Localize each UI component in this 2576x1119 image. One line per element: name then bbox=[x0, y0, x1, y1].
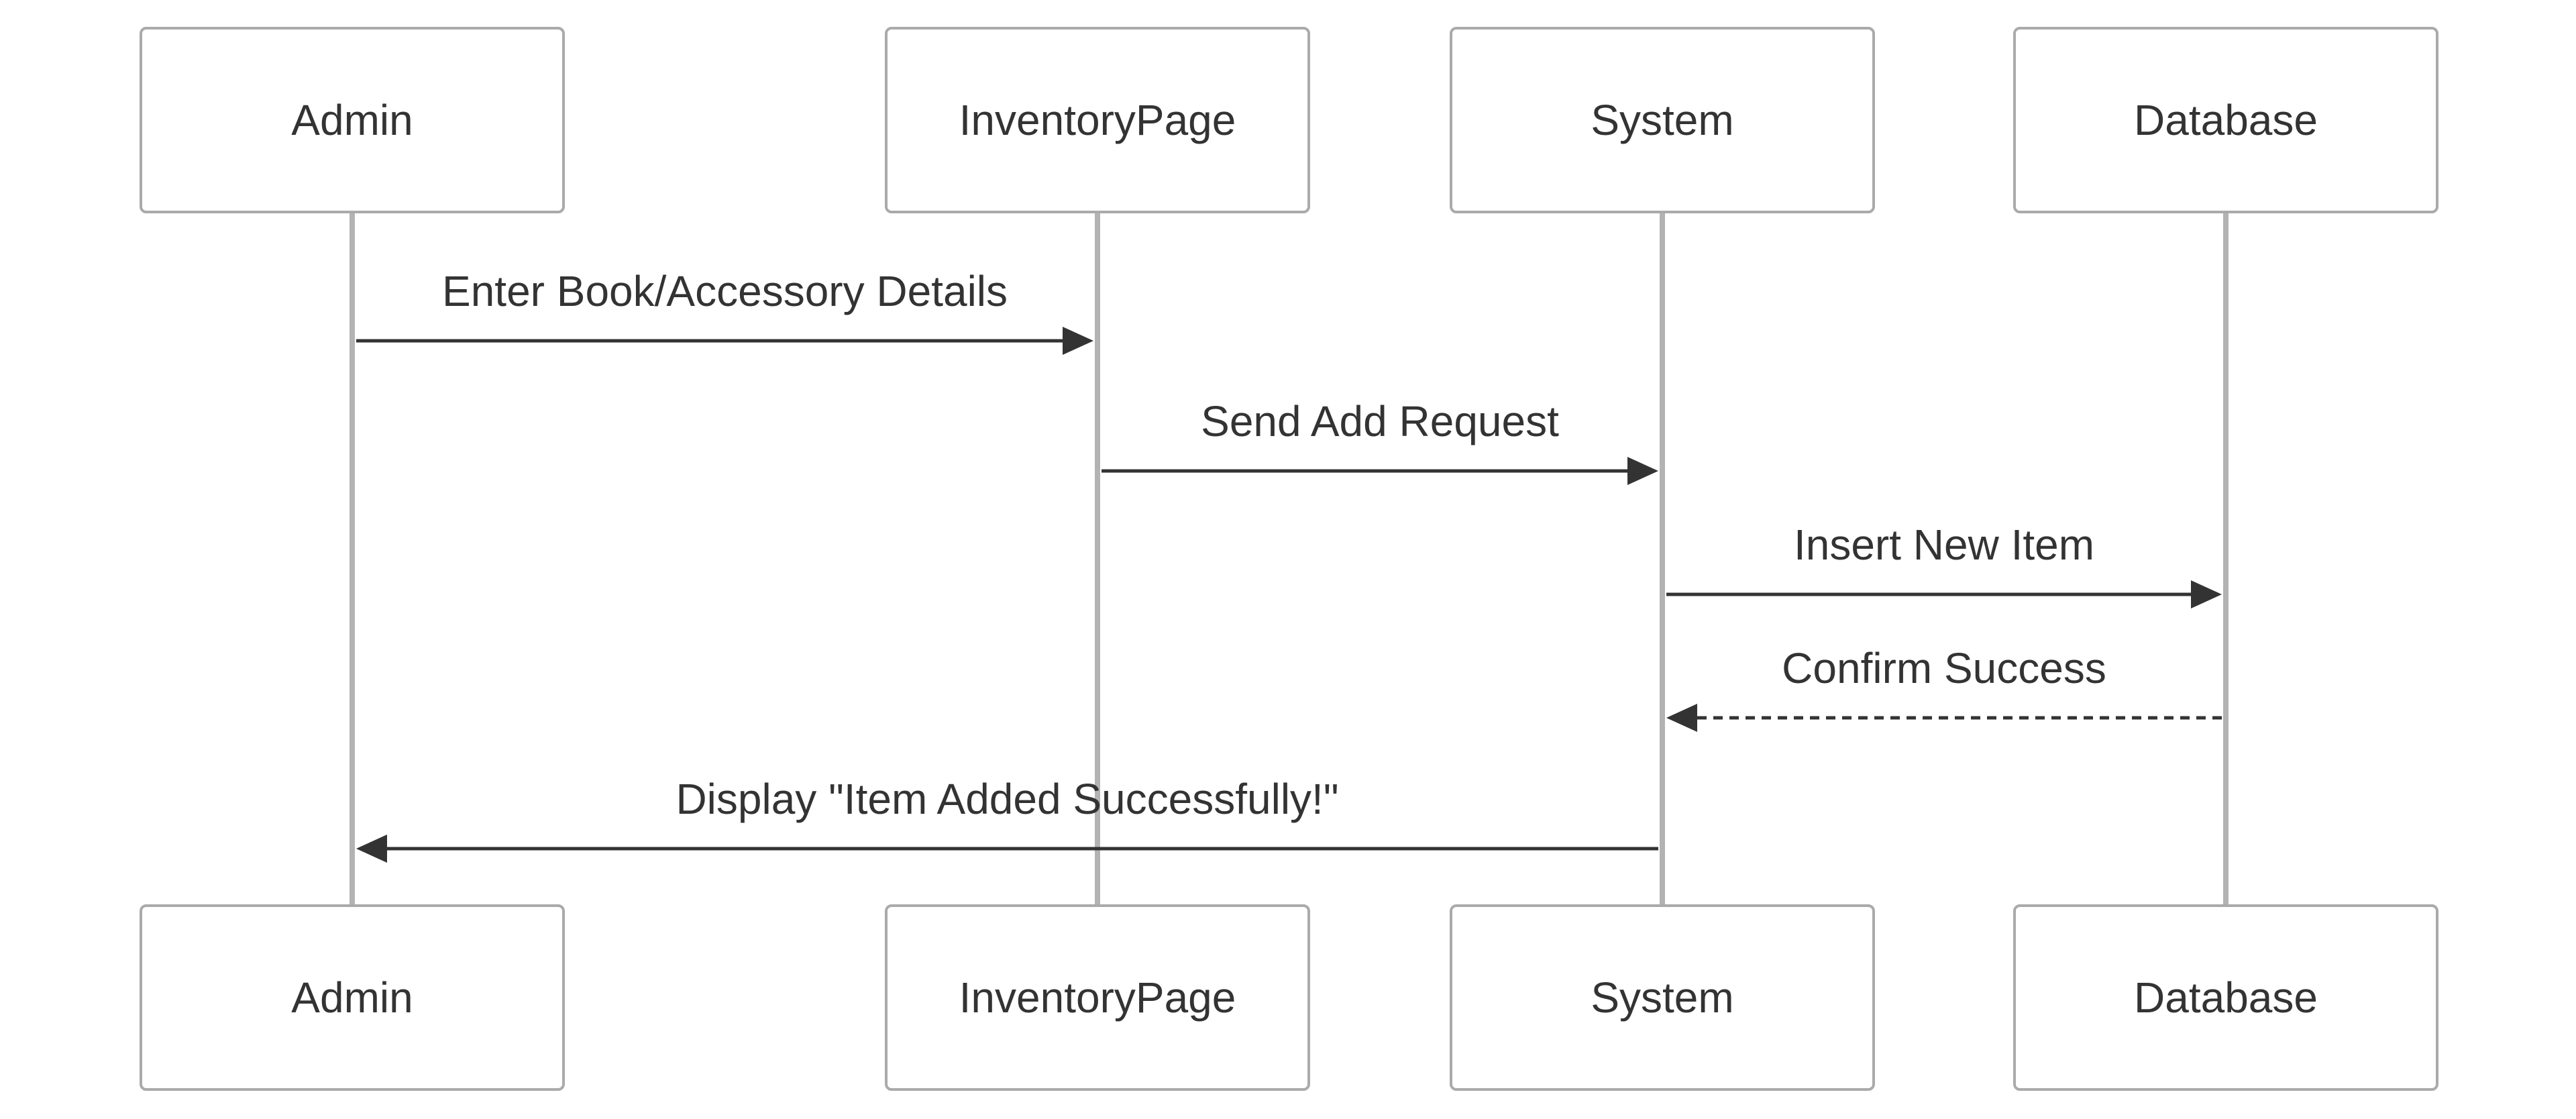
participant-system-bottom: System bbox=[1450, 904, 1875, 1091]
message-5: Display "Item Added Successfully!" bbox=[356, 775, 1658, 863]
participant-label: Database bbox=[2134, 973, 2318, 1022]
participant-system-top: System bbox=[1450, 27, 1875, 213]
message-label: Confirm Success bbox=[1782, 644, 2106, 692]
participant-box bbox=[885, 904, 1310, 1091]
arrowhead-icon bbox=[1627, 457, 1658, 485]
arrowhead-icon bbox=[1063, 327, 1093, 355]
participant-database-bottom: Database bbox=[2013, 904, 2438, 1091]
participant-label: System bbox=[1591, 973, 1733, 1022]
message-3: Insert New Item bbox=[1666, 521, 2222, 608]
participant-label: InventoryPage bbox=[959, 973, 1236, 1022]
message-label: Insert New Item bbox=[1794, 521, 2094, 569]
message-label: Enter Book/Accessory Details bbox=[442, 267, 1008, 315]
participants: AdminAdminInventoryPageInventoryPageSyst… bbox=[140, 27, 2438, 1091]
message-label: Send Add Request bbox=[1201, 397, 1559, 445]
participant-label: Admin bbox=[291, 96, 413, 144]
participant-box bbox=[885, 27, 1310, 213]
lifelines bbox=[350, 212, 2229, 906]
participant-inventory-top: InventoryPage bbox=[885, 27, 1310, 213]
arrowhead-icon bbox=[2191, 580, 2222, 608]
message-1: Enter Book/Accessory Details bbox=[356, 267, 1093, 355]
message-2: Send Add Request bbox=[1102, 397, 1658, 485]
arrowhead-icon bbox=[356, 835, 387, 863]
participant-admin-top: Admin bbox=[140, 27, 565, 213]
participant-box bbox=[140, 904, 565, 1091]
participant-database-top: Database bbox=[2013, 27, 2438, 213]
participant-inventory-bottom: InventoryPage bbox=[885, 904, 1310, 1091]
participant-admin-bottom: Admin bbox=[140, 904, 565, 1091]
participant-box bbox=[2013, 904, 2438, 1091]
participant-box bbox=[1450, 27, 1875, 213]
arrowhead-icon bbox=[1666, 704, 1697, 732]
participant-box bbox=[1450, 904, 1875, 1091]
participant-label: Database bbox=[2134, 96, 2318, 144]
message-label: Display "Item Added Successfully!" bbox=[676, 775, 1338, 823]
participant-label: System bbox=[1591, 96, 1733, 144]
message-4: Confirm Success bbox=[1666, 644, 2222, 732]
participant-label: InventoryPage bbox=[959, 96, 1236, 144]
participant-box bbox=[140, 27, 565, 213]
participant-label: Admin bbox=[291, 973, 413, 1022]
participant-box bbox=[2013, 27, 2438, 213]
